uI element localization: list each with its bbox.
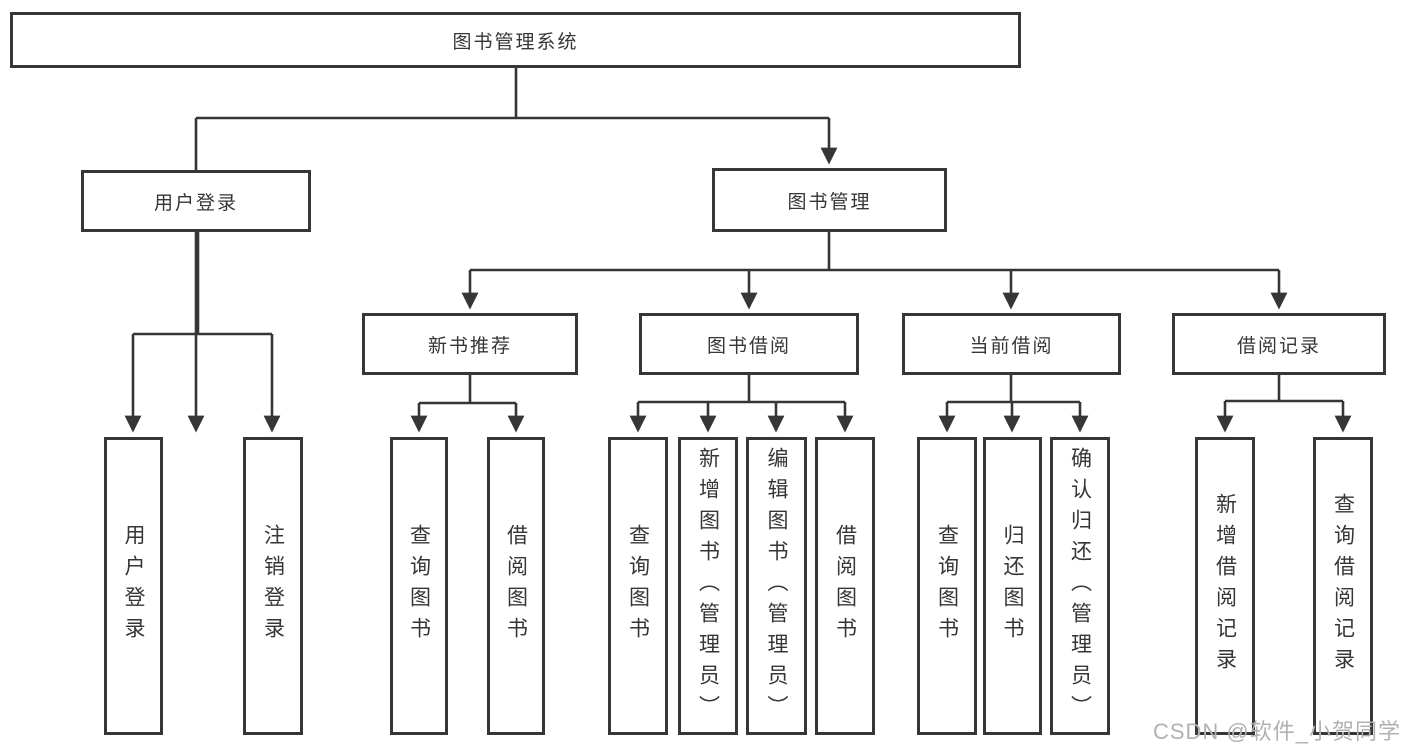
leaf-query-books-recommend: 查询图书 [390,437,448,735]
connector-borrowing-records-branch [1216,375,1352,433]
node-label: 查询图书 [407,524,431,648]
leaf-borrow-books-recommend: 借阅图书 [487,437,545,735]
node-borrowing-records: 借阅记录 [1172,313,1386,375]
leaf-add-borrow-record: 新增借阅记录 [1195,437,1255,735]
node-label: 编辑图书（管理员） [765,446,788,726]
node-label: 查询图书 [626,524,650,648]
node-label: 查询图书 [935,524,959,648]
leaf-borrow-books: 借阅图书 [815,437,875,735]
connector-current-borrowing-branch [938,375,1089,433]
node-label: 查询借阅记录 [1331,493,1355,679]
node-book-management-module: 图书管理 [712,168,947,232]
leaf-return-books: 归还图书 [983,437,1042,735]
node-label: 当前借阅 [969,335,1054,357]
csdn-watermark: CSDN @软件_小贺同学 [1152,719,1401,744]
node-label: 用户登录 [153,192,238,214]
leaf-query-books-borrowing: 查询图书 [608,437,668,735]
node-label: 图书管理系统 [452,31,579,53]
connector-user-login-branch [124,232,281,433]
node-label: 图书借阅 [706,335,791,357]
leaf-query-books-current: 查询图书 [917,437,977,735]
node-label: 归还图书 [1001,524,1024,648]
leaf-edit-books-admin: 编辑图书（管理员） [746,437,807,735]
node-label: 借阅记录 [1236,335,1321,357]
node-label: 用户登录 [122,524,145,648]
leaf-confirm-return-admin: 确认归还（管理员） [1050,437,1110,735]
leaf-add-books-admin: 新增图书（管理员） [678,437,738,735]
node-current-borrowing: 当前借阅 [902,313,1121,375]
node-label: 确认归还（管理员） [1068,446,1092,726]
leaf-query-borrow-record: 查询借阅记录 [1313,437,1373,735]
connector-new-book-branch [410,375,525,433]
node-root-system: 图书管理系统 [10,12,1021,68]
connector-root-to-level2 [187,68,838,433]
node-label: 新增借阅记录 [1213,493,1237,679]
node-user-login-module: 用户登录 [81,170,311,232]
node-new-book-recommendation: 新书推荐 [362,313,578,375]
node-label: 借阅图书 [504,524,528,648]
connector-book-borrowing-branch [629,375,854,433]
connector-book-management-branch [461,232,1288,310]
node-label: 新增图书（管理员） [696,446,720,726]
leaf-user-login: 用户登录 [104,437,163,735]
node-label: 图书管理 [787,191,872,213]
leaf-logout: 注销登录 [243,437,303,735]
node-label: 注销登录 [261,524,285,648]
node-book-borrowing: 图书借阅 [639,313,859,375]
node-label: 借阅图书 [833,524,857,648]
node-label: 新书推荐 [427,335,512,357]
